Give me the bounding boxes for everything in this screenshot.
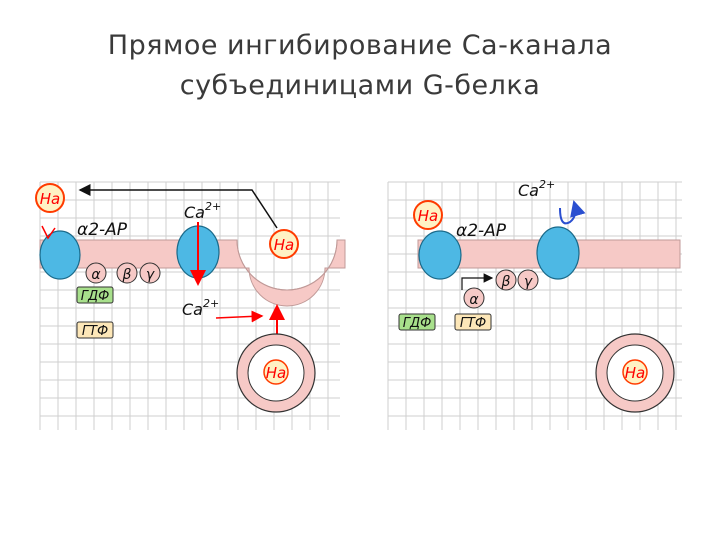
na-label-right-top: На	[418, 207, 438, 225]
slide-title: Прямое ингибирование Са-канала субъедини…	[0, 26, 720, 106]
gtf-box-left	[76, 321, 114, 339]
gdf-box-left	[76, 286, 114, 304]
gamma-subunit-right	[517, 269, 539, 291]
gdf-box-right	[398, 313, 436, 331]
alpha-subunit-left	[85, 262, 107, 284]
ca-label-left-bottom: Ca2+	[182, 297, 219, 319]
red-tick-left	[41, 225, 56, 240]
na-label-pit: На	[274, 236, 294, 254]
membrane-left	[39, 239, 346, 307]
alpha2-ar-right: α2-AP	[456, 221, 507, 241]
ca-blocked-arrow-right	[559, 200, 586, 225]
title-line-1: Прямое ингибирование Са-канала	[107, 30, 613, 61]
na-circle-vesicle-right	[622, 359, 648, 385]
alpha-label-right: α	[469, 292, 479, 308]
ca-label-right-top: Ca2+	[518, 178, 555, 200]
arrow-to-beta-right	[461, 273, 494, 290]
ca-label-left-top: Ca2+	[184, 200, 221, 222]
gdf-label-left: ГДФ	[81, 289, 110, 304]
channel-right-1	[418, 230, 462, 280]
gtf-label-right: ГТФ	[460, 316, 486, 331]
na-label-left-top: На	[40, 190, 60, 208]
gtf-box-right	[454, 313, 492, 331]
beta-label-right: β	[501, 274, 511, 290]
beta-subunit-left	[116, 262, 138, 284]
na-circle-pit	[269, 229, 299, 259]
beta-subunit-right	[495, 269, 517, 291]
alpha-subunit-right	[463, 287, 485, 309]
na-label-vesicle-left: На	[266, 364, 286, 382]
na-circle-vesicle-left	[263, 359, 289, 385]
na-circle-right-top	[413, 200, 443, 230]
na-circle-left-top	[35, 183, 65, 213]
gdf-label-right: ГДФ	[403, 316, 432, 331]
ca-to-vesicle-arrow	[215, 310, 264, 323]
gtf-label-left: ГТФ	[82, 324, 108, 339]
grid-left	[39, 181, 340, 430]
beta-label-left: β	[122, 267, 132, 283]
gamma-subunit-left	[139, 262, 161, 284]
alpha-label-left: α	[91, 267, 101, 283]
gamma-label-right: γ	[524, 274, 533, 290]
na-label-vesicle-right: На	[625, 364, 645, 382]
alpha2-ar-left: α2-AP	[77, 220, 128, 240]
gamma-label-left: γ	[146, 267, 155, 283]
title-line-2: субъединицами G-белка	[179, 70, 541, 101]
channel-left-1	[39, 230, 81, 280]
channel-right-2	[536, 226, 580, 280]
release-arrow-left	[78, 184, 278, 229]
